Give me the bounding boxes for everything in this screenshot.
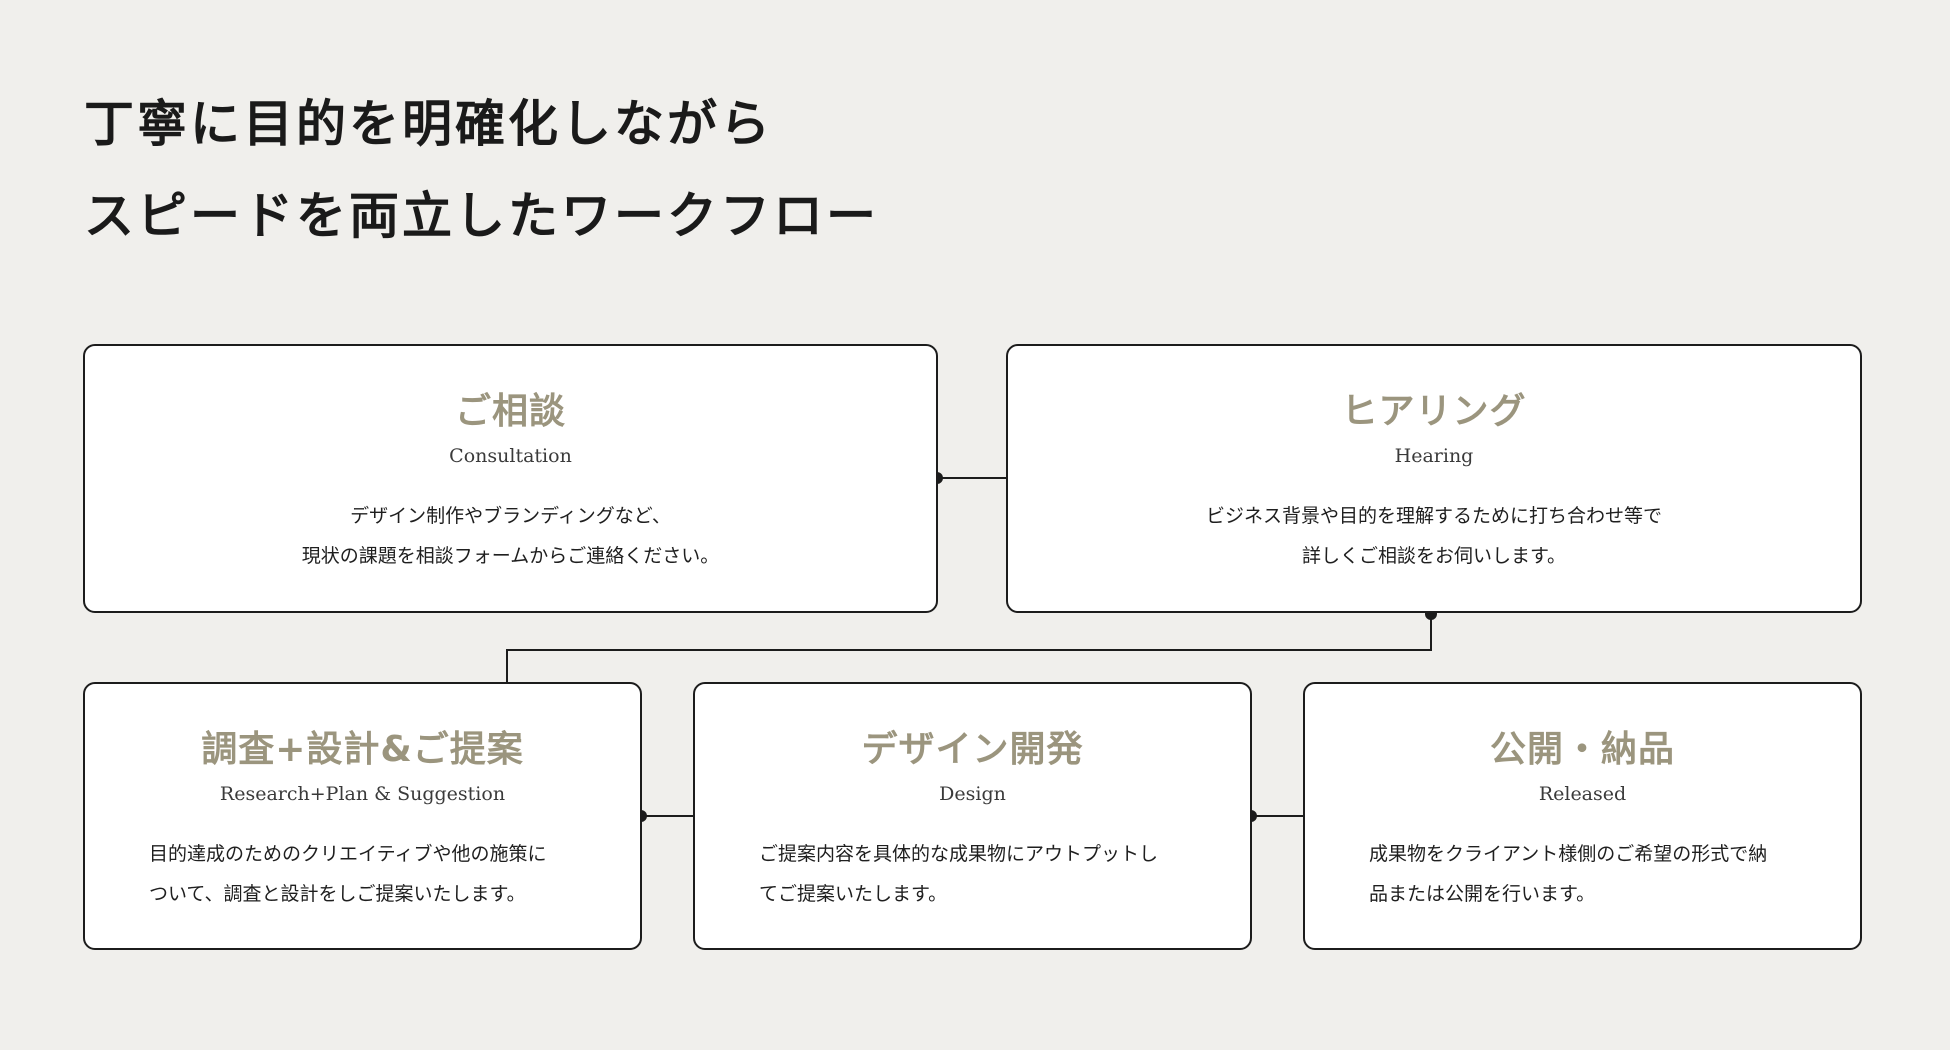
step-card-research: 調査+設計&ご提案 Research+Plan & Suggestion 目的達…: [83, 682, 642, 950]
step-card-design: デザイン開発 Design ご提案内容を具体的な成果物にアウトプットし てご提案…: [693, 682, 1252, 950]
step-card-consultation: ご相談 Consultation デザイン制作やブランディングなど、 現状の課題…: [83, 344, 938, 613]
step-description: 目的達成のためのクリエイティブや他の施策に ついて、調査と設計をしご提案いたしま…: [149, 843, 547, 905]
step-title: デザイン開発: [861, 729, 1084, 770]
step-subtitle: Hearing: [1394, 445, 1474, 467]
step-card-released: 公開・納品 Released 成果物をクライアント様側のご希望の形式で納 品また…: [1303, 682, 1862, 950]
heading-line-2: スピードを両立したワークフロー: [84, 187, 879, 245]
step-description: デザイン制作やブランディングなど、 現状の課題を相談フォームからご連絡ください。: [301, 505, 720, 567]
connector-hearing-research: [506, 614, 1432, 682]
step-subtitle: Consultation: [449, 445, 572, 467]
step-title: 調査+設計&ご提案: [201, 729, 524, 770]
step-card-hearing: ヒアリング Hearing ビジネス背景や目的を理解するために打ち合わせ等で 詳…: [1006, 344, 1862, 613]
step-description: ビジネス背景や目的を理解するために打ち合わせ等で 詳しくご相談をお伺いします。: [1205, 505, 1662, 567]
step-subtitle: Design: [939, 783, 1006, 805]
step-title: ご相談: [454, 391, 566, 432]
heading-line-1: 丁寧に目的を明確化しながら: [84, 95, 773, 153]
step-title: 公開・納品: [1489, 729, 1675, 770]
step-subtitle: Released: [1538, 783, 1627, 805]
step-title: ヒアリング: [1341, 391, 1527, 432]
step-description: 成果物をクライアント様側のご希望の形式で納 品または公開を行います。: [1369, 843, 1768, 905]
step-subtitle: Research+Plan & Suggestion: [219, 783, 506, 805]
step-description: ご提案内容を具体的な成果物にアウトプットし てご提案いたします。: [759, 843, 1159, 905]
page-heading: 丁寧に目的を明確化しながら スピードを両立したワークフロー: [84, 78, 879, 262]
